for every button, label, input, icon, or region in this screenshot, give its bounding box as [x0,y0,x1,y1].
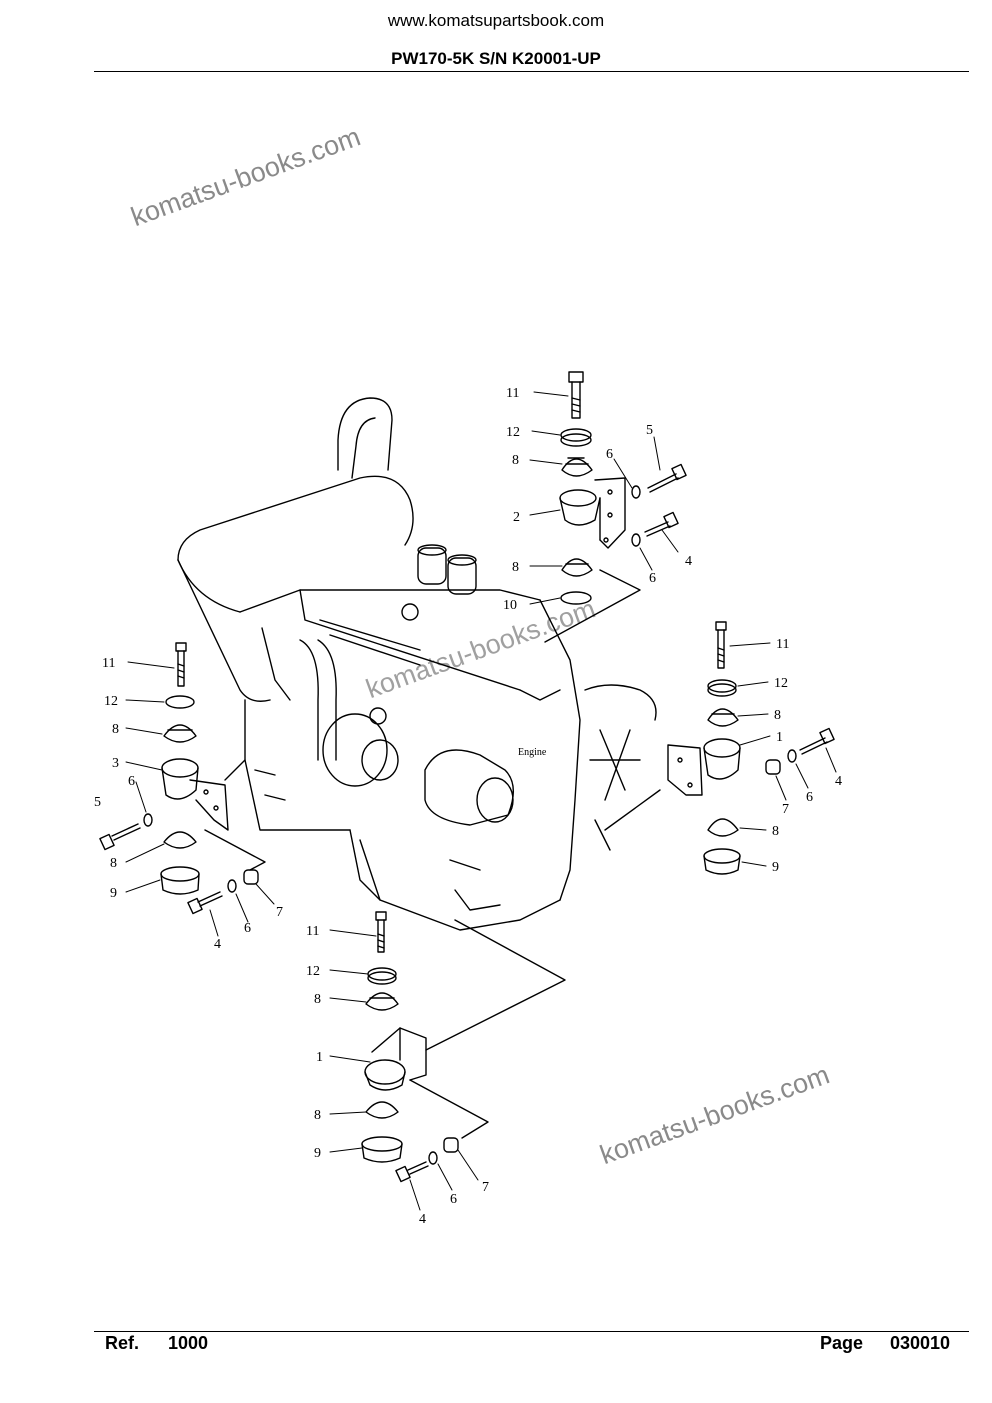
callout-number: 8 [772,824,779,839]
callout-number: 8 [512,453,519,468]
callout-number: 6 [244,921,251,936]
callouts-right: 11 12 8 1 4 7 6 8 9 [772,637,842,875]
callout-number: 11 [776,637,789,652]
callout-number: 9 [772,860,779,875]
callout-number: 6 [606,447,613,462]
callout-number: 8 [314,992,321,1007]
callout-number: 11 [102,656,115,671]
callout-number: 4 [835,774,842,789]
callout-number: 8 [774,708,781,723]
engine-label: Engine [518,747,547,758]
callout-number: 1 [776,730,783,745]
callout-number: 10 [503,598,517,613]
page-label: Page [820,1333,864,1353]
callout-number: 5 [646,423,653,438]
site-url[interactable]: www.komatsupartsbook.com [387,11,605,30]
callout-number: 6 [128,774,135,789]
callout-number: 4 [214,937,221,952]
callout-number: 2 [513,510,520,525]
page-number: 030010 [890,1333,951,1353]
engine-illustration [177,397,657,931]
callout-number: 6 [806,790,813,805]
callout-number: 4 [685,554,692,569]
callout-number: 5 [94,795,101,810]
callout-number: 7 [276,905,283,920]
callout-number: 4 [419,1212,426,1227]
callouts-top: 11 12 8 6 5 2 4 8 6 10 [503,386,692,613]
callouts-left: 11 12 8 3 6 5 8 9 4 6 7 [94,656,283,952]
mount-group-left [99,642,266,915]
callout-number: 8 [112,722,119,737]
callout-number: 7 [482,1180,489,1195]
header-rule [94,71,969,72]
callout-number: 8 [314,1108,321,1123]
ref-label: Ref. [105,1333,140,1353]
callout-number: 11 [306,924,319,939]
callout-number: 11 [506,386,519,401]
callout-number: 9 [314,1146,321,1161]
model-title: PW170-5K S/N K20001-UP [391,49,601,68]
callout-number: 3 [112,756,119,771]
callout-number: 12 [104,694,118,709]
callout-number: 1 [316,1050,323,1065]
callout-number: 6 [649,571,656,586]
callout-number: 8 [512,560,519,575]
callout-number: 8 [110,856,117,871]
callout-number: 12 [506,425,520,440]
callout-number: 6 [450,1192,457,1207]
callouts-bottom: 11 12 8 1 8 9 7 6 4 [306,924,489,1227]
mount-group-bottom [361,911,566,1183]
ref-value: 1000 [168,1333,209,1353]
footer-rule [94,1331,969,1332]
callout-number: 9 [110,886,117,901]
callout-leaders [125,391,837,1211]
callout-number: 12 [774,676,788,691]
mount-group-right [604,621,835,875]
mount-group-top [544,371,687,643]
callout-number: 12 [306,964,320,979]
callout-number: 7 [782,802,789,817]
